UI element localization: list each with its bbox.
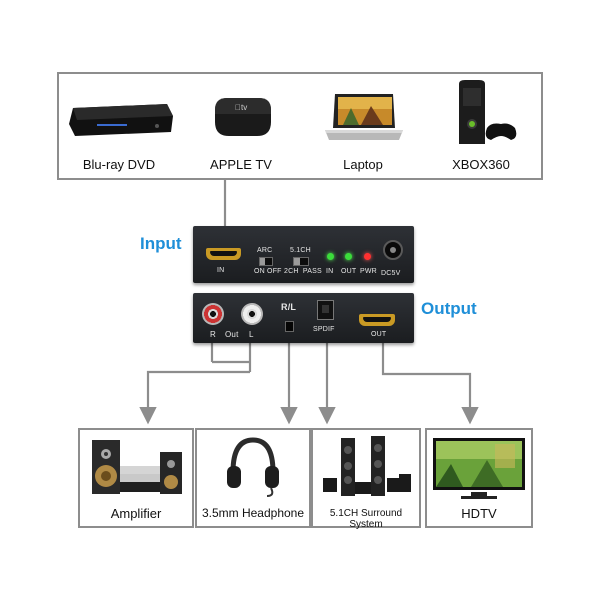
speaker-system-icon (323, 436, 411, 496)
led-out-label: OUT (341, 268, 357, 275)
led-pwr (364, 253, 371, 260)
led-in (327, 253, 334, 260)
target-amplifier: Amplifier (78, 428, 194, 528)
hdmi-to-hdtv-arrow (381, 340, 479, 425)
dc-power-jack (383, 240, 403, 260)
xbox360-icon (459, 80, 517, 144)
source-label: APPLE TV (210, 157, 272, 172)
dc-label: DC5V (381, 270, 401, 277)
source-label: XBOX360 (452, 157, 510, 172)
hdmi-in-label: IN (217, 267, 225, 274)
mode-switch[interactable] (293, 257, 309, 266)
rca-l-label: L (249, 330, 254, 339)
headphone-jack (285, 321, 294, 332)
target-label: 3.5mm Headphone (201, 506, 305, 520)
led-in-label: IN (326, 268, 334, 275)
output-label: Output (421, 299, 477, 318)
apple-tv-icon: tv (215, 98, 271, 136)
hdmi-out-port (359, 314, 395, 326)
arc-switch-label: ON OFF (254, 268, 282, 275)
hdmi-in-port (206, 248, 241, 260)
rl-label: R/L (281, 302, 297, 312)
spdif-label: SPDIF (313, 326, 335, 333)
rca-r-label: R (210, 330, 216, 339)
led-pwr-label: PWR (360, 268, 377, 275)
svg-text:tv: tv (235, 103, 247, 112)
source-label: Blu-ray DVD (82, 157, 156, 172)
source-label: Laptop (343, 157, 383, 172)
target-headphone: 3.5mm Headphone (195, 428, 311, 528)
converter-input-panel: IN ARC ON OFF 5.1CH 2CH PASS IN OUT PWR … (193, 226, 414, 283)
rca-to-amplifier-arrow (148, 340, 252, 420)
target-label: 5.1CH Surround System (329, 508, 403, 530)
arc-switch[interactable] (259, 257, 273, 266)
source-devices-panel: Blu-ray DVD tv APPLE TV Laptop (57, 72, 543, 180)
target-label: Amplifier (110, 506, 162, 521)
rca-right-jack (202, 303, 224, 325)
target-label: HDTV (461, 506, 497, 521)
headphone-icon (227, 437, 279, 497)
bluray-player-icon (69, 104, 173, 136)
converter-output-panel: R Out L R/L SPDIF OUT (193, 293, 414, 343)
source-device-appletv: tv APPLE TV (181, 74, 301, 178)
rca-out-label: Out (225, 330, 239, 339)
source-device-xbox: XBOX360 (421, 74, 541, 178)
mode-label: 5.1CH (290, 247, 311, 254)
target-surround: 5.1CH Surround System (311, 428, 421, 530)
laptop-icon (325, 94, 403, 140)
hdtv-icon (433, 438, 525, 499)
led-out (345, 253, 352, 260)
hdmi-out-label: OUT (371, 331, 387, 338)
input-label: Input (140, 234, 182, 253)
mode-switch-label: 2CH PASS (284, 268, 322, 275)
source-device-bluray: Blu-ray DVD (59, 74, 179, 178)
rca-left-jack (241, 303, 263, 325)
arc-label: ARC (257, 247, 273, 254)
amplifier-icon (92, 440, 182, 494)
spdif-port (317, 300, 334, 320)
target-hdtv: HDTV (425, 428, 533, 528)
source-device-laptop: Laptop (303, 74, 423, 178)
